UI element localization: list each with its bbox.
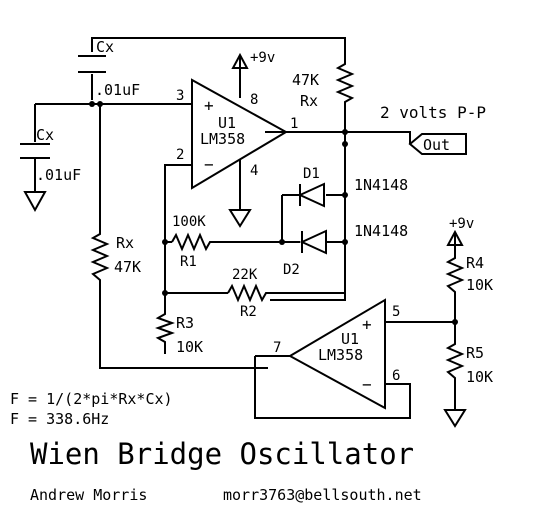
junctions bbox=[89, 101, 458, 325]
d2-symbol bbox=[299, 229, 327, 255]
labels: Cx .01uF Cx .01uF 3 2 + − U1 LM358 8 4 1… bbox=[10, 38, 493, 504]
email: morr3763@bellsouth.net bbox=[223, 486, 422, 504]
wire-output bbox=[265, 131, 411, 144]
junction-dot bbox=[279, 239, 285, 245]
cap-series-name: Cx bbox=[96, 38, 114, 56]
ground-symbol bbox=[443, 409, 467, 428]
supply-arrow-icon bbox=[231, 52, 249, 69]
r2-value: 22K bbox=[232, 267, 258, 283]
wire-rx-shunt-bottom bbox=[99, 286, 268, 369]
r3-name: R3 bbox=[176, 314, 194, 332]
d1-part: 1N4148 bbox=[354, 176, 408, 194]
wires bbox=[34, 37, 456, 419]
wire-top-loop bbox=[91, 37, 346, 58]
opamp-bottom-plus: + bbox=[362, 315, 372, 334]
opamp-top-pin-out: 1 bbox=[290, 116, 298, 132]
junction-dot bbox=[342, 192, 348, 198]
opamp-bottom-pin-inv: 6 bbox=[392, 368, 400, 384]
cap-series-value: .01uF bbox=[95, 81, 140, 99]
ground-symbol bbox=[228, 209, 252, 228]
r5-symbol bbox=[445, 338, 465, 384]
supply-right-label: +9v bbox=[449, 216, 474, 232]
supply-top-label: +9v bbox=[250, 50, 275, 66]
opamp-top-plus: + bbox=[204, 96, 214, 115]
junction-dot bbox=[97, 101, 103, 107]
r1-symbol bbox=[171, 232, 213, 252]
wire-u1b-feedback bbox=[254, 356, 411, 419]
opamp-top-pin-vcc: 8 bbox=[250, 92, 258, 108]
r1-value: 100K bbox=[172, 214, 206, 230]
opamp-top-minus: − bbox=[204, 155, 214, 174]
res-series-name: Rx bbox=[300, 92, 318, 110]
d2-part: 1N4148 bbox=[354, 222, 408, 240]
junction-dot bbox=[162, 290, 168, 296]
diagram-title: Wien Bridge Oscillator bbox=[30, 437, 414, 471]
r4-symbol bbox=[445, 252, 465, 296]
frequency: F = 338.6Hz bbox=[10, 410, 109, 428]
d1-name: D1 bbox=[303, 166, 320, 182]
r1-name: R1 bbox=[180, 254, 197, 270]
r4-value: 10K bbox=[466, 276, 493, 294]
junction-dot bbox=[342, 129, 348, 135]
opamp-top-part: LM358 bbox=[200, 130, 245, 148]
r2-name: R2 bbox=[240, 304, 257, 320]
junction-dot bbox=[162, 239, 168, 245]
author: Andrew Morris bbox=[30, 486, 147, 504]
supply-arrow-icon bbox=[446, 229, 464, 246]
res-series-value: 47K bbox=[292, 71, 319, 89]
d1-symbol bbox=[297, 182, 325, 208]
output-amplitude: 2 volts P-P bbox=[380, 103, 486, 122]
res-series-symbol bbox=[335, 58, 355, 108]
junction-dot bbox=[452, 319, 458, 325]
res-shunt-value: 47K bbox=[114, 258, 141, 276]
r3-value: 10K bbox=[176, 338, 203, 356]
opamp-top-pin-inv: 2 bbox=[176, 147, 184, 163]
output-label: Out bbox=[423, 136, 450, 154]
cap-shunt-name: Cx bbox=[36, 126, 54, 144]
formula: F = 1/(2*pi*Rx*Cx) bbox=[10, 390, 173, 408]
opamp-bottom-part: LM358 bbox=[318, 346, 363, 364]
opamp-top-pin-noninv: 3 bbox=[176, 88, 184, 104]
output-tag bbox=[408, 133, 467, 155]
res-shunt-name: Rx bbox=[116, 234, 134, 252]
opamp-bottom-symbol bbox=[287, 298, 386, 410]
r2-symbol bbox=[227, 283, 270, 303]
ground-symbol bbox=[23, 191, 47, 213]
r4-name: R4 bbox=[466, 254, 484, 272]
opamp-bottom-pin-noninv: 5 bbox=[392, 304, 400, 320]
cap-shunt-value: .01uF bbox=[36, 166, 81, 184]
res-shunt-symbol bbox=[90, 228, 110, 286]
cap-series-symbol bbox=[78, 55, 106, 73]
r5-value: 10K bbox=[466, 368, 493, 386]
opamp-top-name: U1 bbox=[218, 114, 236, 132]
opamp-bottom-pin-out: 7 bbox=[273, 340, 281, 356]
junction-dot bbox=[342, 239, 348, 245]
wire-right-bus bbox=[270, 108, 346, 301]
r5-name: R5 bbox=[466, 344, 484, 362]
r3-symbol bbox=[155, 310, 175, 346]
opamp-top-symbol bbox=[191, 78, 289, 190]
cap-shunt-symbol bbox=[20, 143, 50, 159]
opamp-top-pin-gnd: 4 bbox=[250, 163, 258, 179]
opamp-bottom-minus: − bbox=[362, 375, 372, 394]
d2-name: D2 bbox=[283, 262, 300, 278]
wire-inv-node bbox=[164, 164, 192, 310]
junction-dot bbox=[342, 141, 348, 147]
opamp-bottom-name: U1 bbox=[341, 330, 359, 348]
junction-dot bbox=[89, 101, 95, 107]
